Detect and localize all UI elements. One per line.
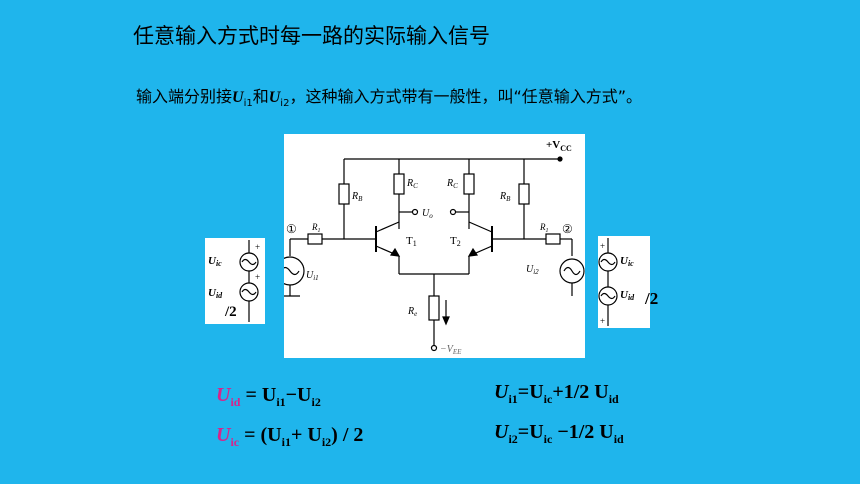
differential-amplifier-circuit: +VCC RB RC RC RB Uo T1 T2 Re −VEE R1	[275, 134, 585, 358]
r1-right-resistor	[545, 233, 561, 245]
svg-text:R1: R1	[539, 222, 549, 234]
svg-text:RC: RC	[446, 178, 458, 190]
rc-right-resistor	[463, 173, 475, 195]
ui2-label: Ui2	[526, 264, 539, 276]
svg-text:Uid: Uid	[208, 287, 223, 300]
svg-text:Re: Re	[407, 306, 417, 318]
left-source-panel: + + Uic Uid /2	[205, 238, 265, 324]
svg-text:T2: T2	[450, 235, 461, 248]
node-2-label: ②	[562, 222, 573, 236]
equation-uic: Uic = (Ui1+ Ui2) / 2	[216, 424, 364, 449]
svg-text:+: +	[255, 272, 260, 282]
slide-title: 任意输入方式时每一路的实际输入信号	[133, 24, 490, 48]
equation-ui2: Ui2=Uic −1/2 Uid	[494, 421, 624, 446]
svg-text:R1: R1	[311, 222, 321, 234]
svg-text:Uic: Uic	[620, 255, 634, 268]
r1-left-resistor	[307, 233, 323, 245]
svg-text:+: +	[600, 316, 605, 326]
equation-ui1: Ui1=Uic+1/2 Uid	[494, 381, 619, 406]
node-1-label: ①	[286, 222, 297, 236]
uo-label: Uo	[422, 208, 433, 220]
rb-right-resistor	[518, 183, 530, 205]
right-source-panel: + + Uic Uid	[598, 236, 650, 328]
svg-text:/2: /2	[224, 304, 237, 320]
svg-text:T1: T1	[406, 235, 417, 248]
ui1-label: Ui1	[306, 270, 319, 282]
re-resistor	[428, 295, 440, 321]
svg-text:RB: RB	[351, 191, 363, 203]
slide-description: 输入端分别接Ui1和Ui2，这种输入方式带有一般性，叫“任意输入方式”。	[136, 87, 643, 110]
equation-uid: Uid = Ui1−Ui2	[216, 384, 321, 409]
svg-text:+: +	[255, 242, 260, 252]
rc-left-resistor	[393, 173, 405, 195]
ui1-source	[275, 256, 305, 286]
svg-text:+: +	[600, 241, 605, 251]
svg-text:Uid: Uid	[620, 289, 635, 302]
right-source-half: /2	[645, 289, 659, 308]
svg-text:RC: RC	[406, 178, 418, 190]
svg-text:Uic: Uic	[208, 255, 222, 268]
rb-left-resistor	[338, 183, 350, 205]
vcc-label: +VCC	[546, 139, 572, 153]
vee-label: −VEE	[440, 344, 462, 356]
svg-text:RB: RB	[499, 191, 511, 203]
